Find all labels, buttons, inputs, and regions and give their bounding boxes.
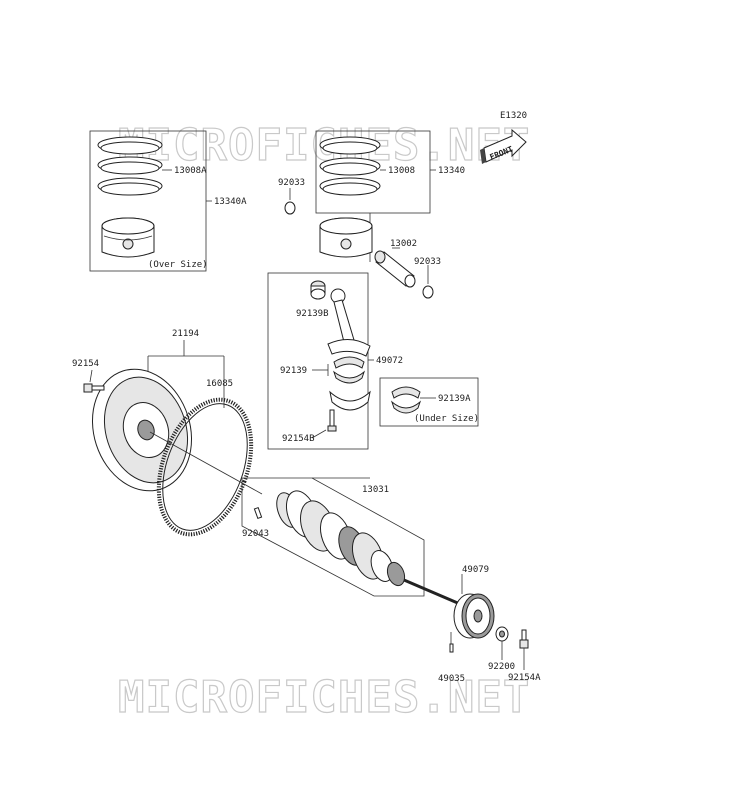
label-49072: 49072 xyxy=(376,356,403,366)
flywheel-bolt-icon xyxy=(83,383,105,393)
crankshaft-icon xyxy=(276,490,461,606)
bearing-shell-lower-icon xyxy=(333,370,366,384)
label-92033-b: 92033 xyxy=(414,257,441,267)
piston-icon xyxy=(319,217,373,258)
circlip-icon xyxy=(422,285,434,299)
label-16085: 16085 xyxy=(206,379,233,389)
label-92139: 92139 xyxy=(280,366,307,376)
crank-pulley-icon xyxy=(453,593,495,639)
circlip-icon xyxy=(284,201,296,215)
label-92139B: 92139B xyxy=(296,309,329,319)
flywheel-icon xyxy=(91,368,193,492)
label-13002: 13002 xyxy=(390,239,417,249)
label-13340: 13340 xyxy=(438,166,465,176)
label-92200: 92200 xyxy=(488,662,515,672)
dowel-pin-icon xyxy=(253,506,263,520)
label-92154: 92154 xyxy=(72,359,99,369)
label-92154B: 92154B xyxy=(282,434,315,444)
ring-gear-icon xyxy=(156,397,254,537)
label-13031: 13031 xyxy=(362,485,389,495)
woodruff-key-icon xyxy=(449,643,454,653)
standard-piston-group: 13008 13340 xyxy=(315,130,465,262)
rod-bolt-icon xyxy=(327,409,337,432)
ref-code: E1320 xyxy=(500,111,527,121)
label-49035: 49035 xyxy=(438,674,465,684)
undersize-bearing-icon xyxy=(390,386,422,414)
rod-cap-icon xyxy=(329,390,371,411)
piston-pin-icon xyxy=(374,250,416,288)
bearing-shell-upper-icon xyxy=(333,356,365,369)
label-over-size: (Over Size) xyxy=(148,260,208,270)
label-92154A: 92154A xyxy=(508,673,541,683)
pulley-bolt-icon xyxy=(519,629,529,649)
label-21194: 21194 xyxy=(172,329,199,339)
small-end-bushing-icon xyxy=(310,280,326,300)
oversize-piston-icon xyxy=(101,217,155,258)
label-92139A: 92139A xyxy=(438,394,471,404)
label-under-size: (Under Size) xyxy=(414,414,479,424)
front-arrow-icon: FRONT xyxy=(480,128,527,164)
label-13340A: 13340A xyxy=(214,197,247,207)
label-13008: 13008 xyxy=(388,166,415,176)
connecting-rod-icon xyxy=(327,288,371,357)
washer-icon xyxy=(495,626,509,642)
watermark-bottom: MICROFICHES.NET xyxy=(118,672,530,723)
ring-set-icon xyxy=(319,136,381,196)
label-92043: 92043 xyxy=(242,529,269,539)
label-13008A: 13008A xyxy=(174,166,207,176)
label-49079: 49079 xyxy=(462,565,489,575)
oversize-ring-set-icon xyxy=(97,136,163,196)
label-92033-a: 92033 xyxy=(278,178,305,188)
connecting-rod-group: 92139B 92139 92154B 49072 xyxy=(267,272,403,450)
undersize-bearing-group: 92139A (Under Size) xyxy=(379,377,479,427)
oversize-piston-group: 13008A 13340A (Over Size) xyxy=(89,130,247,272)
